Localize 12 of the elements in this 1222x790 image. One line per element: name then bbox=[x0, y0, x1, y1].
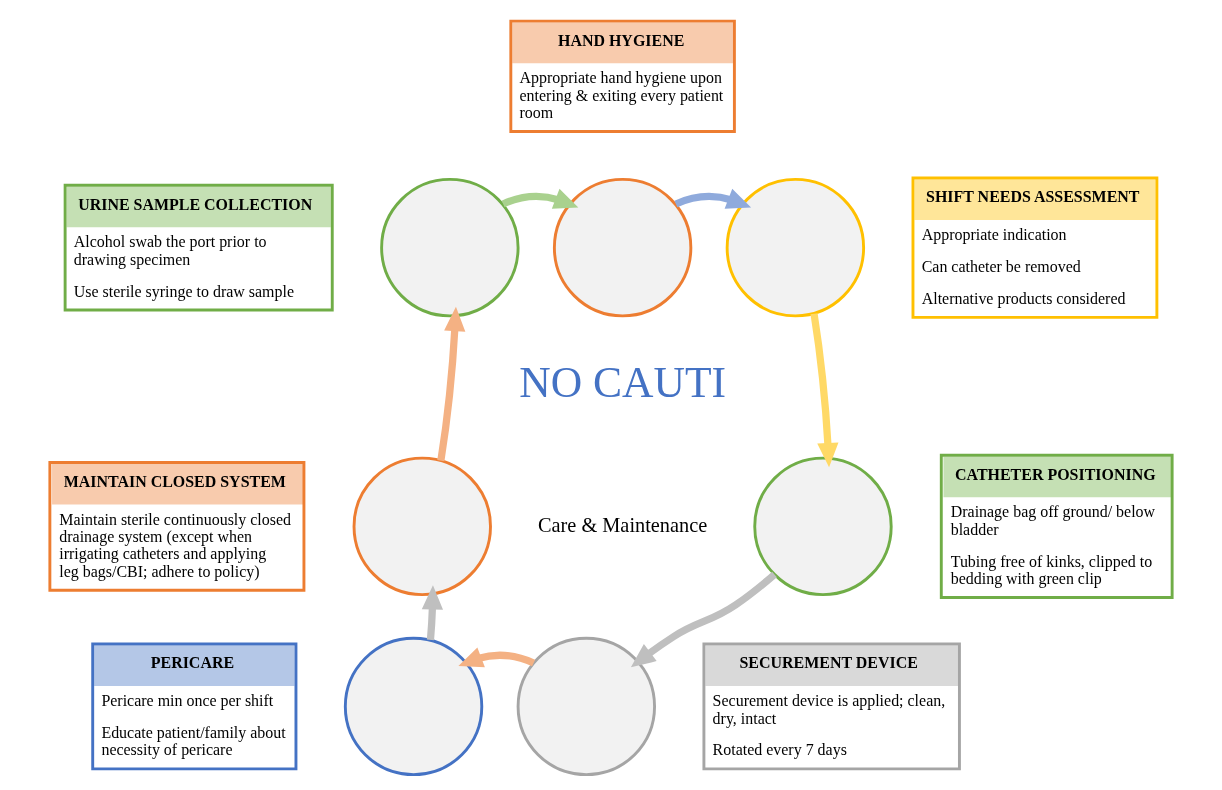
arrow bbox=[501, 188, 579, 209]
node-circle bbox=[753, 456, 893, 597]
label: NO CAUTI bbox=[519, 358, 727, 407]
node-circle bbox=[352, 456, 492, 597]
node-circle bbox=[380, 177, 520, 318]
arrow bbox=[458, 647, 536, 668]
arrow bbox=[810, 313, 839, 468]
arrow bbox=[437, 306, 466, 462]
arrow bbox=[421, 585, 444, 641]
arrow bbox=[674, 188, 752, 209]
label: Care & Maintenance bbox=[538, 513, 708, 536]
arrow bbox=[630, 571, 777, 668]
